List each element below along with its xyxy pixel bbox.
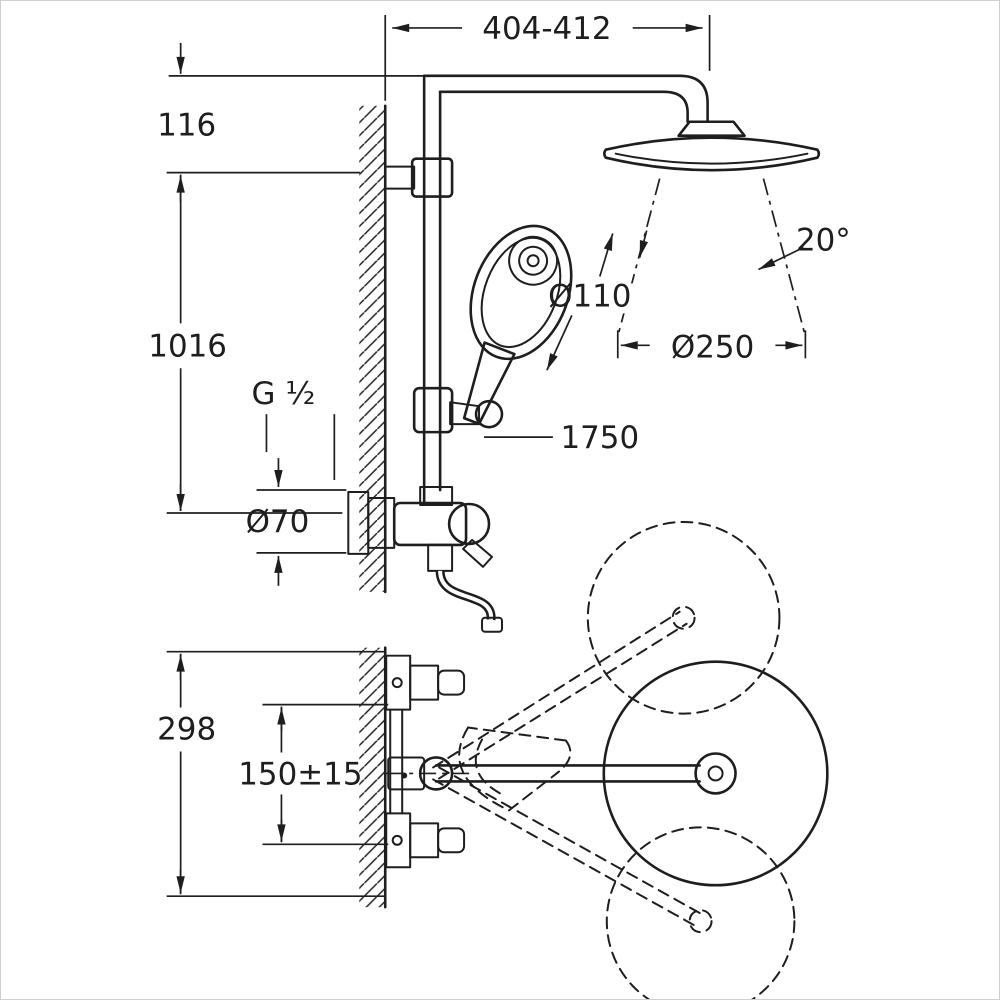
swivel-position-bottom xyxy=(432,766,796,999)
center-mark xyxy=(401,772,408,779)
wall-upper xyxy=(359,104,387,594)
cone-line xyxy=(507,771,559,812)
thread-size-label: G ½ xyxy=(252,376,316,412)
shower-hose xyxy=(435,570,503,633)
screw xyxy=(391,677,403,689)
thermostat-valve xyxy=(347,486,494,572)
spray-cone: 20° xyxy=(616,178,851,337)
alt-arm-line xyxy=(432,610,681,769)
dim-top-width: 404-412 xyxy=(384,11,711,101)
handshower-handle xyxy=(462,341,516,426)
arm-depth-label: 298 xyxy=(157,712,216,748)
head-circle xyxy=(602,660,829,887)
alt-arm-line xyxy=(438,622,688,780)
slider-rail-bracket xyxy=(412,386,504,434)
dim-supply-spacing: 150±15 xyxy=(238,703,389,846)
pipe-clamp xyxy=(410,157,454,198)
pipe-tee xyxy=(419,486,454,506)
shower-arm xyxy=(422,74,746,138)
swivel-position-top xyxy=(432,520,781,780)
union-cap xyxy=(437,827,466,854)
wall-bracket xyxy=(384,165,416,190)
head-face-line xyxy=(614,152,809,165)
head-neck xyxy=(677,120,746,138)
union-plan xyxy=(409,822,440,859)
holder-knob xyxy=(474,399,504,429)
arm-inner-line xyxy=(438,90,689,124)
label-thread-size: G ½ xyxy=(252,376,336,481)
supply-union-top xyxy=(385,654,466,711)
spray-face-ring xyxy=(508,235,559,286)
swivel-arm xyxy=(386,756,701,791)
hose-length-label: 1750 xyxy=(560,420,639,456)
supply-spacing-label: 150±15 xyxy=(238,756,362,792)
angle-arrow xyxy=(638,230,649,258)
headshower-diameter-label: Ø250 xyxy=(671,329,754,365)
spray-face-center xyxy=(526,254,540,268)
wall-lower xyxy=(359,646,387,909)
union-plan xyxy=(409,664,440,701)
valve-plan-body xyxy=(389,708,404,815)
shower-pipe xyxy=(384,74,454,504)
leader-arrow xyxy=(546,315,573,371)
cone-inner-arc xyxy=(474,738,507,798)
headshower-plan xyxy=(602,660,829,887)
column-height-label: 1016 xyxy=(148,328,227,364)
dim-arm-height: 116 xyxy=(157,42,425,174)
wall-hatch xyxy=(359,647,386,908)
hub-center xyxy=(707,765,724,782)
dim-headshower-diameter: Ø250 xyxy=(616,329,807,365)
hose-highlight xyxy=(438,570,494,620)
handshower-outline xyxy=(469,224,573,361)
escutcheon-plan xyxy=(385,812,412,869)
handle-lever xyxy=(462,538,494,568)
label-handshower-diameter: Ø110 xyxy=(542,233,635,371)
arm-height-label: 116 xyxy=(157,108,216,144)
handshower-ring xyxy=(480,236,562,349)
pivot-joint xyxy=(418,756,454,791)
alt-hub xyxy=(688,909,713,934)
alt-arm-line xyxy=(438,766,705,917)
union-cap xyxy=(437,669,466,696)
supply-union-bottom xyxy=(385,812,466,869)
alt-position-circle xyxy=(605,826,796,999)
top-width-label: 404-412 xyxy=(482,11,611,47)
alt-hub xyxy=(671,605,696,630)
label-hose-length: 1750 xyxy=(484,420,639,456)
valve-handle xyxy=(447,502,491,546)
slider-clamp xyxy=(412,386,454,434)
leader-arrow xyxy=(598,233,614,277)
cone-apex-arc xyxy=(556,739,572,774)
hose-nut xyxy=(481,616,503,633)
hose-outlet xyxy=(427,543,454,572)
handshower-diameter-label: Ø110 xyxy=(548,278,631,314)
alt-position-circle xyxy=(586,520,781,715)
angle-arrow xyxy=(758,246,804,271)
head-shower xyxy=(602,136,821,172)
dim-arm-depth: 298 xyxy=(157,650,385,898)
escutcheon-diameter-label: Ø70 xyxy=(246,504,310,540)
spray-face-ring xyxy=(518,245,549,276)
arm-outer-line xyxy=(422,74,709,124)
wall-hatch xyxy=(359,105,386,592)
cone-mouth-arc xyxy=(458,726,510,812)
alt-arm-line xyxy=(432,778,699,929)
head-outline xyxy=(602,136,821,172)
label-mask xyxy=(542,283,635,314)
handshower-plan xyxy=(458,726,572,812)
escutcheon-plan xyxy=(385,654,412,711)
dim-column-height: 1016 xyxy=(148,174,343,514)
cone-line xyxy=(467,726,567,742)
spray-angle-label: 20° xyxy=(796,223,851,259)
dim-escutcheon-diameter: Ø70 xyxy=(246,458,347,586)
hub-circle xyxy=(694,752,737,795)
screw xyxy=(391,834,403,846)
